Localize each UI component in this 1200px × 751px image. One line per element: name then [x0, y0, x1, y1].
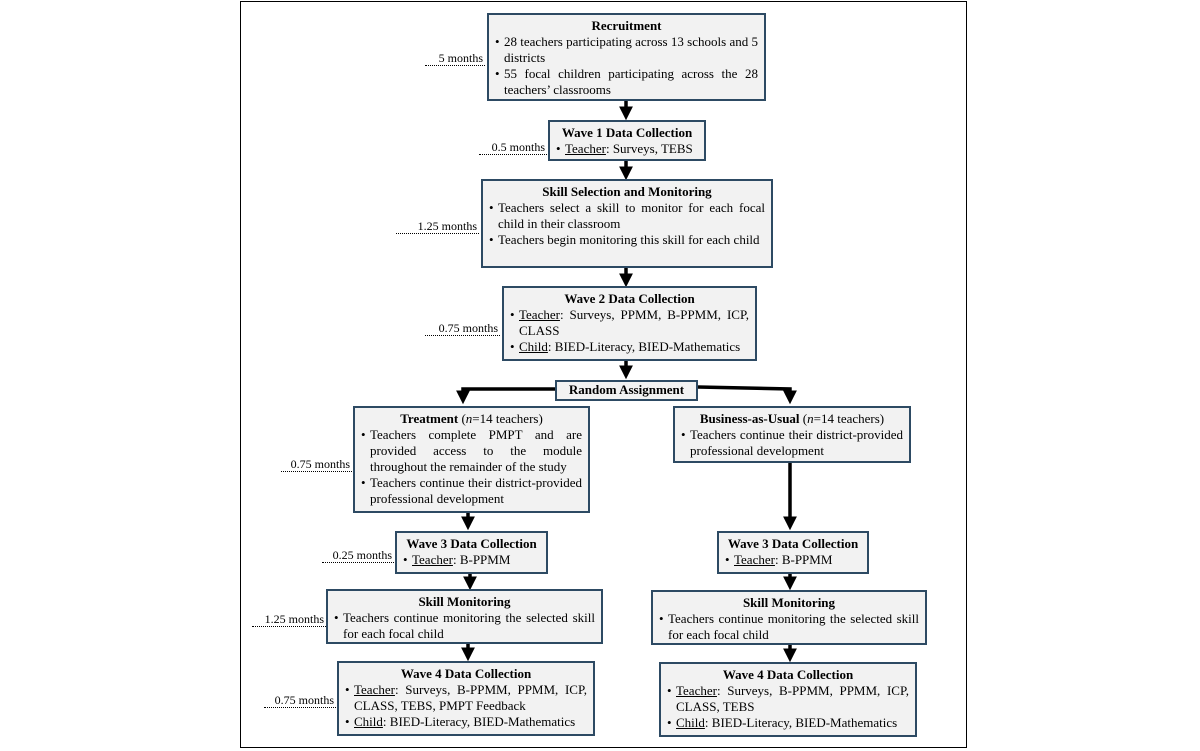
wave3-title: Wave 3 Data Collection: [727, 536, 859, 551]
skill-selection-item: Teachers select a skill to monitor for e…: [489, 200, 765, 232]
skill-selection-item: Teachers begin monitoring this skill for…: [489, 232, 765, 248]
wave3-left-box: Wave 3 Data Collection Teacher: B-PPMM: [395, 531, 548, 574]
skill-monitoring-item: Teachers continue monitoring the selecte…: [334, 610, 595, 642]
duration-recruitment: 5 months: [425, 51, 485, 66]
wave4-title: Wave 4 Data Collection: [400, 666, 532, 681]
wave4-right-box: Wave 4 Data Collection Teacher: Surveys,…: [659, 662, 917, 737]
diagram-frame: [240, 1, 967, 748]
wave1-teacher-item: Teacher: Surveys, TEBS: [556, 141, 698, 157]
wave4-teacher-item: Teacher: Surveys, B-PPMM, PPMM, ICP, CLA…: [345, 682, 587, 714]
business-item: Teachers continue their district-provide…: [681, 427, 903, 459]
child-label: Child: [354, 714, 383, 729]
child-measures: : BIED-Literacy, BIED-Mathematics: [547, 339, 741, 354]
skill-monitoring-item: Teachers continue monitoring the selecte…: [659, 611, 919, 643]
teacher-label: Teacher: [676, 683, 717, 698]
duration-wave2: 0.75 months: [425, 321, 500, 336]
wave2-child-item: Child: BIED-Literacy, BIED-Mathematics: [510, 339, 749, 355]
business-title-main: Business-as-Usual: [699, 411, 800, 426]
wave2-title: Wave 2 Data Collection: [564, 291, 695, 306]
wave3-teacher-item: Teacher: B-PPMM: [403, 552, 540, 568]
wave4-teacher-item: Teacher: Surveys, B-PPMM, PPMM, ICP, CLA…: [667, 683, 909, 715]
treatment-count: =14 teachers): [472, 411, 543, 426]
teacher-measures: : B-PPMM: [774, 552, 833, 567]
child-measures: : BIED-Literacy, BIED-Mathematics: [704, 715, 898, 730]
skill-selection-title: Skill Selection and Monitoring: [542, 184, 712, 199]
child-label: Child: [519, 339, 548, 354]
skill-monitoring-left-box: Skill Monitoring Teachers continue monit…: [326, 589, 603, 644]
teacher-measures: : B-PPMM: [452, 552, 511, 567]
teacher-measures: : Surveys, PPMM, B-PPMM, ICP, CLASS: [519, 307, 749, 338]
treatment-box: Treatment (n=14 teachers) Teachers compl…: [353, 406, 590, 513]
child-measures: : BIED-Literacy, BIED-Mathematics: [382, 714, 576, 729]
random-assignment-box: Random Assignment: [555, 380, 698, 401]
teacher-measures: : Surveys, TEBS: [605, 141, 693, 156]
business-as-usual-box: Business-as-Usual (n=14 teachers) Teache…: [673, 406, 911, 463]
teacher-measures: : Surveys, B-PPMM, PPMM, ICP, CLASS, TEB…: [354, 682, 587, 713]
random-assignment-label: Random Assignment: [568, 382, 685, 397]
recruitment-title: Recruitment: [591, 18, 662, 33]
skill-monitoring-right-box: Skill Monitoring Teachers continue monit…: [651, 590, 927, 645]
skill-selection-box: Skill Selection and Monitoring Teachers …: [481, 179, 773, 268]
treatment-title: Treatment (n=14 teachers): [400, 411, 543, 426]
recruitment-box: Recruitment 28 teachers participating ac…: [487, 13, 766, 101]
treatment-n: n: [465, 411, 473, 426]
skill-monitoring-title: Skill Monitoring: [742, 595, 836, 610]
teacher-measures: : Surveys, B-PPMM, PPMM, ICP, CLASS, TEB…: [676, 683, 909, 714]
wave3-title: Wave 3 Data Collection: [406, 536, 537, 551]
duration-wave3: 0.25 months: [322, 548, 394, 563]
treatment-title-main: Treatment: [400, 411, 459, 426]
arrow-random-to-treatment: [456, 387, 555, 405]
skill-monitoring-title: Skill Monitoring: [418, 594, 511, 609]
teacher-label: Teacher: [354, 682, 395, 697]
wave3-teacher-item: Teacher: B-PPMM: [725, 552, 861, 568]
arrow-random-to-business: [697, 385, 797, 405]
recruitment-item: 28 teachers participating across 13 scho…: [495, 34, 758, 66]
teacher-label: Teacher: [734, 552, 775, 567]
wave4-left-box: Wave 4 Data Collection Teacher: Surveys,…: [337, 661, 595, 736]
wave1-box: Wave 1 Data Collection Teacher: Surveys,…: [548, 120, 706, 161]
wave1-title: Wave 1 Data Collection: [561, 125, 693, 140]
wave2-teacher-item: Teacher: Surveys, PPMM, B-PPMM, ICP, CLA…: [510, 307, 749, 339]
treatment-item: Teachers continue their district-provide…: [361, 475, 582, 507]
teacher-label: Teacher: [565, 141, 606, 156]
teacher-label: Teacher: [519, 307, 560, 322]
recruitment-item: 55 focal children participating across t…: [495, 66, 758, 98]
business-title: Business-as-Usual (n=14 teachers): [699, 411, 885, 426]
duration-treatment: 0.75 months: [281, 457, 352, 472]
duration-skill-selection: 1.25 months: [396, 219, 479, 234]
duration-wave1: 0.5 months: [479, 140, 547, 155]
wave3-right-box: Wave 3 Data Collection Teacher: B-PPMM: [717, 531, 869, 574]
treatment-item: Teachers complete PMPT and are provided …: [361, 427, 582, 475]
wave4-child-item: Child: BIED-Literacy, BIED-Mathematics: [345, 714, 587, 730]
duration-skill-monitoring: 1.25 months: [252, 612, 326, 627]
business-count: =14 teachers): [813, 411, 885, 426]
teacher-label: Teacher: [412, 552, 453, 567]
wave2-box: Wave 2 Data Collection Teacher: Surveys,…: [502, 286, 757, 361]
business-n: n: [807, 411, 814, 426]
wave4-title: Wave 4 Data Collection: [722, 667, 854, 682]
wave4-child-item: Child: BIED-Literacy, BIED-Mathematics: [667, 715, 909, 731]
duration-wave4: 0.75 months: [264, 693, 336, 708]
child-label: Child: [676, 715, 705, 730]
